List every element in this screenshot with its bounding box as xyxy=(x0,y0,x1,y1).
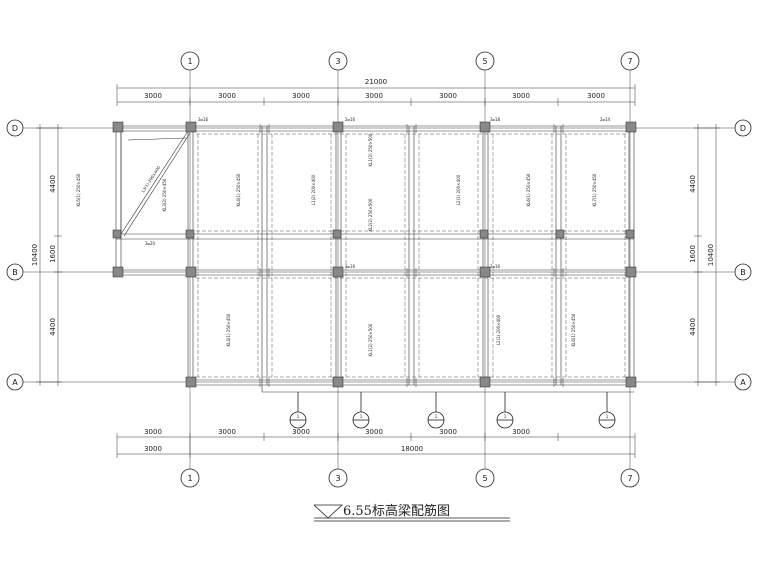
beam-note-1: KL5(1) 250×450 xyxy=(76,173,81,206)
beams xyxy=(115,125,635,386)
section-marker-4: 1 xyxy=(504,414,507,419)
dim-bottom-total: 18000 xyxy=(401,445,423,453)
beam-note-13: KL6(1) 250×450 xyxy=(571,313,576,346)
beam-note-4: L1(2) 200×400 xyxy=(311,174,316,205)
rebar-note-2: 2⌀16 xyxy=(345,117,355,122)
dim-top-total: 21000 xyxy=(365,78,387,86)
dim-top-7: 3000 xyxy=(587,92,605,100)
dim-left-total: 10400 xyxy=(31,244,39,266)
beam-note-12: L2(1) 200×400 xyxy=(496,314,501,345)
dim-top-4: 3000 xyxy=(365,92,383,100)
section-marker-1: 1 xyxy=(297,414,300,419)
dim-right-total: 10400 xyxy=(707,244,715,266)
grid-label-3-bottom: 3 xyxy=(335,474,340,483)
dim-left-1: 4400 xyxy=(49,175,57,193)
grid-label-A-right: A xyxy=(740,378,746,387)
grid-label-1-bottom: 1 xyxy=(187,474,192,483)
rebar-note-5: 3⌀20 xyxy=(145,241,155,246)
section-marker-3: 1 xyxy=(435,414,438,419)
left-dimension-lines xyxy=(36,124,62,386)
dim-bottom-5: 3000 xyxy=(439,428,457,436)
stair-bay xyxy=(120,130,191,237)
rebar-note-4: 2⌀14 xyxy=(600,117,610,122)
section-marker-5: 1 xyxy=(606,414,609,419)
grid-label-5-top: 5 xyxy=(482,57,487,66)
dim-bottom-3: 3000 xyxy=(292,428,310,436)
dim-top-3: 3000 xyxy=(292,92,310,100)
dim-bottom-2: 3000 xyxy=(218,428,236,436)
beam-note-11: KL4(1) 250×450 xyxy=(226,313,231,346)
dim-bottom-4: 3000 xyxy=(365,428,383,436)
grid-label-3-top: 3 xyxy=(335,57,340,66)
beam-note-10: KL1(2) 250×500 xyxy=(368,323,373,356)
grid-label-7-bottom: 7 xyxy=(627,474,632,483)
title-block xyxy=(313,504,510,522)
beam-ticks xyxy=(259,124,564,387)
secondary-beams xyxy=(196,133,626,378)
dim-top-1: 3000 xyxy=(144,92,162,100)
beam-note-9: KL7(1) 250×450 xyxy=(592,173,597,206)
grid-label-B-left: B xyxy=(12,268,18,277)
dim-top-6: 3000 xyxy=(512,92,530,100)
top-dimension-lines xyxy=(116,84,636,106)
dim-top-2: 3000 xyxy=(218,92,236,100)
rebar-note-7: 2⌀16 xyxy=(490,264,500,269)
beam-note-3: KL4(1) 250×450 xyxy=(236,173,241,206)
section-markers xyxy=(289,392,616,429)
grid-bubbles-side xyxy=(6,119,752,391)
grid-label-A-left: A xyxy=(12,378,18,387)
bottom-dimension-lines xyxy=(116,433,636,458)
dim-right-2: 1600 xyxy=(689,245,697,263)
dim-left-2: 1600 xyxy=(49,245,57,263)
dim-bottom-6: 3000 xyxy=(512,428,530,436)
rebar-note-3: 3⌀18 xyxy=(490,117,500,122)
section-marker-2: 1 xyxy=(360,414,363,419)
grid-label-5-bottom: 5 xyxy=(482,474,487,483)
grid-label-D-right: D xyxy=(740,124,746,133)
rebar-note-6: 3⌀16 xyxy=(345,264,355,269)
right-dimension-lines xyxy=(694,124,720,386)
beam-note-7: L2(1) 200×400 xyxy=(456,174,461,205)
grid-label-D-left: D xyxy=(12,124,18,133)
dim-bottom-first: 3000 xyxy=(144,445,162,453)
dim-bottom-1: 3000 xyxy=(144,428,162,436)
beam-note-6: KL2(2) 250×500 xyxy=(368,198,373,231)
columns xyxy=(112,121,637,388)
beam-note-8: KL6(1) 250×450 xyxy=(526,173,531,206)
grid-label-1-top: 1 xyxy=(187,57,192,66)
bottom-strip xyxy=(261,385,634,393)
dim-right-3: 4400 xyxy=(689,318,697,336)
drawing-title: 6.55标高梁配筋图 xyxy=(343,503,450,519)
grid-label-7-top: 7 xyxy=(627,57,632,66)
dim-right-1: 4400 xyxy=(689,175,697,193)
rebar-note-1: 3⌀16 xyxy=(198,117,208,122)
stair-note: L3(1) 200×400 xyxy=(140,165,161,194)
beam-note-5: KL1(2) 250×500 xyxy=(368,133,373,166)
grid-label-B-right: B xyxy=(740,268,746,277)
grid-bubbles-bottom xyxy=(180,468,640,488)
dim-left-3: 4400 xyxy=(49,318,57,336)
grid-bubbles-top xyxy=(180,51,640,71)
beam-note-2: KL3(2) 250×450 xyxy=(162,178,167,211)
dim-top-5: 3000 xyxy=(439,92,457,100)
